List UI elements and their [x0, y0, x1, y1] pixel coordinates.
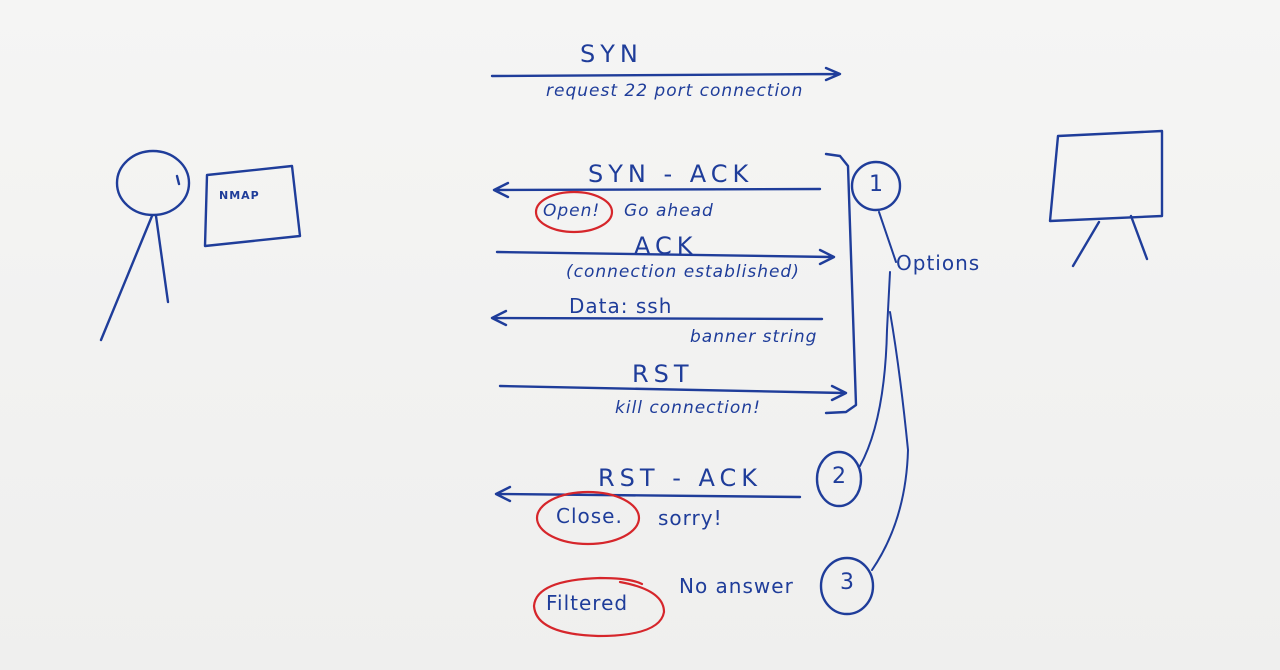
option-1-number: 1 [869, 172, 884, 197]
option-3-circle [819, 556, 875, 616]
rst-label: RST [632, 360, 694, 388]
filtered-state: Filtered [546, 591, 629, 615]
person-head [115, 149, 191, 217]
easel-left-leg [1071, 220, 1101, 268]
close-state: Close. [556, 504, 623, 528]
syn-ack-note: Go ahead [624, 201, 714, 221]
person-right-leg [154, 214, 170, 304]
ack-label: ACK [634, 232, 698, 260]
filtered-highlight [532, 576, 666, 638]
nmap-label: NMAP [219, 189, 260, 202]
connector-2 [859, 271, 891, 467]
rst-ack-label: RST - ACK [598, 464, 762, 492]
server-easel [1048, 129, 1164, 268]
open-state: Open! [543, 201, 601, 221]
filtered-note: No answer [679, 574, 794, 598]
person-eye [175, 174, 181, 186]
open-highlight [534, 190, 614, 234]
easel-board [1048, 129, 1164, 223]
option-1-bracket [824, 152, 858, 415]
rst-ack-arrow [494, 485, 802, 503]
data-label: Data: ssh [569, 294, 673, 318]
syn-arrow [490, 66, 842, 82]
connector-3 [871, 311, 909, 571]
person-figure [99, 149, 191, 342]
person-left-leg [99, 214, 154, 342]
data-arrow [490, 309, 824, 327]
data-note: banner string [690, 327, 818, 347]
syn-note: request 22 port connection [546, 81, 804, 101]
option-3-number: 3 [840, 570, 855, 595]
connector-1 [878, 211, 897, 263]
options-label: Options [896, 251, 981, 275]
option-2-circle [815, 450, 863, 508]
close-highlight [535, 490, 641, 546]
easel-right-leg [1129, 214, 1149, 261]
syn-ack-arrow [492, 181, 822, 199]
option-1-circle [850, 160, 902, 212]
syn-ack-label: SYN - ACK [588, 160, 754, 188]
ack-note: (connection established) [566, 262, 800, 282]
rst-arrow [498, 384, 848, 402]
syn-label: SYN [580, 40, 643, 68]
rst-ack-note: sorry! [658, 506, 723, 530]
nmap-box [203, 164, 302, 248]
ack-arrow [495, 248, 836, 266]
rst-note: kill connection! [615, 398, 761, 418]
option-2-number: 2 [832, 464, 847, 489]
